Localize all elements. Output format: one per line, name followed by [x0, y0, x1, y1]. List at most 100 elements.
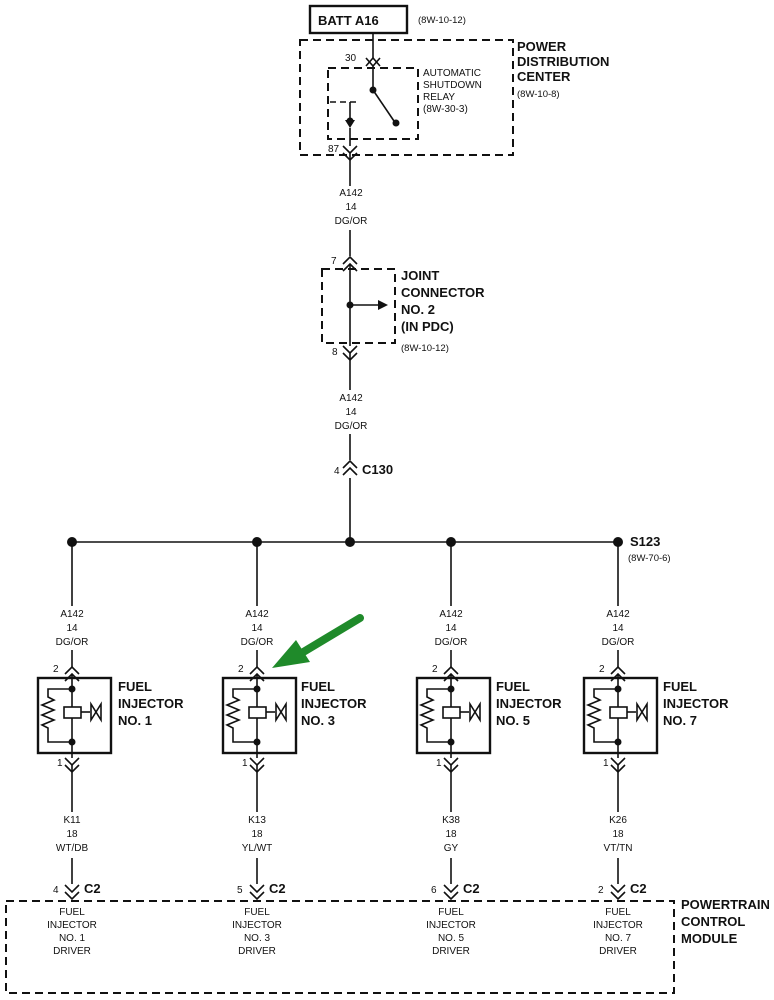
- inj7-driver-1: FUEL: [605, 907, 631, 918]
- inj3-resistor: [224, 688, 257, 743]
- pdc-pin-out: 87: [328, 144, 340, 155]
- inj7-title-3: NO. 7: [663, 713, 697, 728]
- relay-label-4: (8W-30-3): [423, 104, 468, 115]
- battery-box: [308, 4, 409, 35]
- inj1-out-circuit: K11: [63, 815, 80, 826]
- wire-a-color: DG/OR: [335, 216, 368, 227]
- highlight-arrow-head: [272, 640, 310, 668]
- inj5-pcm-pin: 6: [431, 885, 437, 896]
- inj1-pcm-pin: 4: [53, 885, 59, 896]
- inj7-title-2: INJECTOR: [663, 696, 729, 711]
- inj7-feed-gauge: 14: [612, 623, 624, 634]
- jc-pin-out: 8: [332, 347, 338, 358]
- inj5-out-circuit: K38: [442, 815, 460, 826]
- inj1-pcm-connector: C2: [84, 881, 101, 896]
- inj3-feed-gauge: 14: [251, 623, 263, 634]
- inj7-pcm-pin: 2: [598, 885, 604, 896]
- inj1-driver-1: FUEL: [59, 907, 85, 918]
- inj1-title-2: INJECTOR: [118, 696, 184, 711]
- battery-ref: (8W-10-12): [418, 15, 466, 26]
- inj1-title-3: NO. 1: [118, 713, 152, 728]
- inj3-pcm-pin: 5: [237, 885, 243, 896]
- inj5-pin-bottom: 1: [436, 758, 442, 769]
- inj5-valve-icon: [469, 701, 481, 723]
- pdc-pin-in: 30: [345, 53, 357, 64]
- inj1-driver-2: INJECTOR: [47, 920, 97, 931]
- inj5-driver-4: DRIVER: [432, 946, 470, 957]
- battery-label: BATT A16: [318, 13, 379, 28]
- inj3-out-gauge: 18: [251, 829, 263, 840]
- wire-b-color: DG/OR: [335, 421, 368, 432]
- inj7-out-gauge: 18: [612, 829, 624, 840]
- inj3-body: [221, 676, 298, 755]
- inj5-pcm-connector: C2: [463, 881, 480, 896]
- inj1-out-gauge: 18: [66, 829, 78, 840]
- inj3-title-2: INJECTOR: [301, 696, 367, 711]
- inj7-valve-icon: [636, 701, 648, 723]
- wire-a-circuit: A142: [339, 188, 363, 199]
- inj3-coil: [248, 706, 267, 719]
- inj5-body: [415, 676, 492, 755]
- inj3-pin-top: 2: [238, 664, 244, 675]
- inj7-feed-color: DG/OR: [602, 637, 635, 648]
- inj5-title-2: INJECTOR: [496, 696, 562, 711]
- inj7-driver-2: INJECTOR: [593, 920, 643, 931]
- inj1-driver-3: NO. 1: [59, 933, 86, 944]
- pcm-title-1: POWERTRAIN: [681, 897, 770, 912]
- joint-connector-outline: [321, 268, 396, 344]
- inj7-pin-top: 2: [599, 664, 605, 675]
- inj7-pin-bottom: 1: [603, 758, 609, 769]
- pdc-pin-out-connector: [342, 145, 358, 155]
- splice-node-center: [345, 537, 355, 547]
- inj7-title-1: FUEL: [663, 679, 697, 694]
- pcm-title-3: MODULE: [681, 931, 738, 946]
- highlight-arrow: [272, 614, 364, 668]
- relay-contact-arm: [372, 89, 395, 122]
- splice-label: S123: [630, 534, 660, 549]
- inj3-feed-circuit: A142: [245, 609, 269, 620]
- pdc-title-2: DISTRIBUTION: [517, 54, 609, 69]
- jc-title-1: JOINT: [401, 268, 439, 283]
- inj5-coil: [442, 706, 461, 719]
- inj3-driver-4: DRIVER: [238, 946, 276, 957]
- inj3-driver-1: FUEL: [244, 907, 270, 918]
- pdc-ref: (8W-10-8): [517, 89, 560, 100]
- inj3-out-circuit: K13: [248, 815, 266, 826]
- c130-connector: [342, 459, 358, 469]
- inj7-coil: [609, 706, 628, 719]
- injector-3: A142 14 DG/OR 2 FUEL INJECTOR NO. 3 1 K1…: [221, 537, 367, 957]
- wire-b-circuit: A142: [339, 393, 363, 404]
- c130-pin: 4: [334, 466, 340, 477]
- inj3-pin-bottom: 1: [242, 758, 248, 769]
- pcm-title-2: CONTROL: [681, 914, 745, 929]
- splice-ref: (8W-70-6): [628, 553, 671, 564]
- inj5-resistor: [418, 688, 451, 743]
- injector-7: A142 14 DG/OR 2 FUEL INJECTOR NO. 7 1 K2…: [582, 537, 729, 957]
- injector-5: A142 14 DG/OR 2 FUEL INJECTOR NO. 5 1 K3…: [415, 537, 562, 957]
- inj5-driver-1: FUEL: [438, 907, 464, 918]
- inj1-title-1: FUEL: [118, 679, 152, 694]
- inj5-driver-3: NO. 5: [438, 933, 465, 944]
- inj5-pin-top: 2: [432, 664, 438, 675]
- jc-ref: (8W-10-12): [401, 343, 449, 354]
- inj5-feed-circuit: A142: [439, 609, 463, 620]
- inj5-out-color: GY: [444, 843, 459, 854]
- c130-label: C130: [362, 462, 393, 477]
- jc-title-3: NO. 2: [401, 302, 435, 317]
- inj7-body: [582, 676, 659, 755]
- relay-label-2: SHUTDOWN: [423, 80, 482, 91]
- inj3-valve-icon: [275, 701, 287, 723]
- inj5-feed-gauge: 14: [445, 623, 457, 634]
- inj5-title-3: NO. 5: [496, 713, 530, 728]
- jc-title-4: (IN PDC): [401, 319, 454, 334]
- pdc-pin-in-connector: [365, 56, 381, 67]
- inj3-feed-color: DG/OR: [241, 637, 274, 648]
- inj3-pcm-connector: C2: [269, 881, 286, 896]
- inj5-driver-2: INJECTOR: [426, 920, 476, 931]
- injector-1: A142 14 DG/OR 2 FUEL INJECTOR NO. 1 1 K1…: [36, 537, 184, 957]
- inj7-out-circuit: K26: [609, 815, 627, 826]
- inj3-title-3: NO. 3: [301, 713, 335, 728]
- highlight-arrow-shaft: [296, 614, 364, 658]
- inj5-feed-color: DG/OR: [435, 637, 468, 648]
